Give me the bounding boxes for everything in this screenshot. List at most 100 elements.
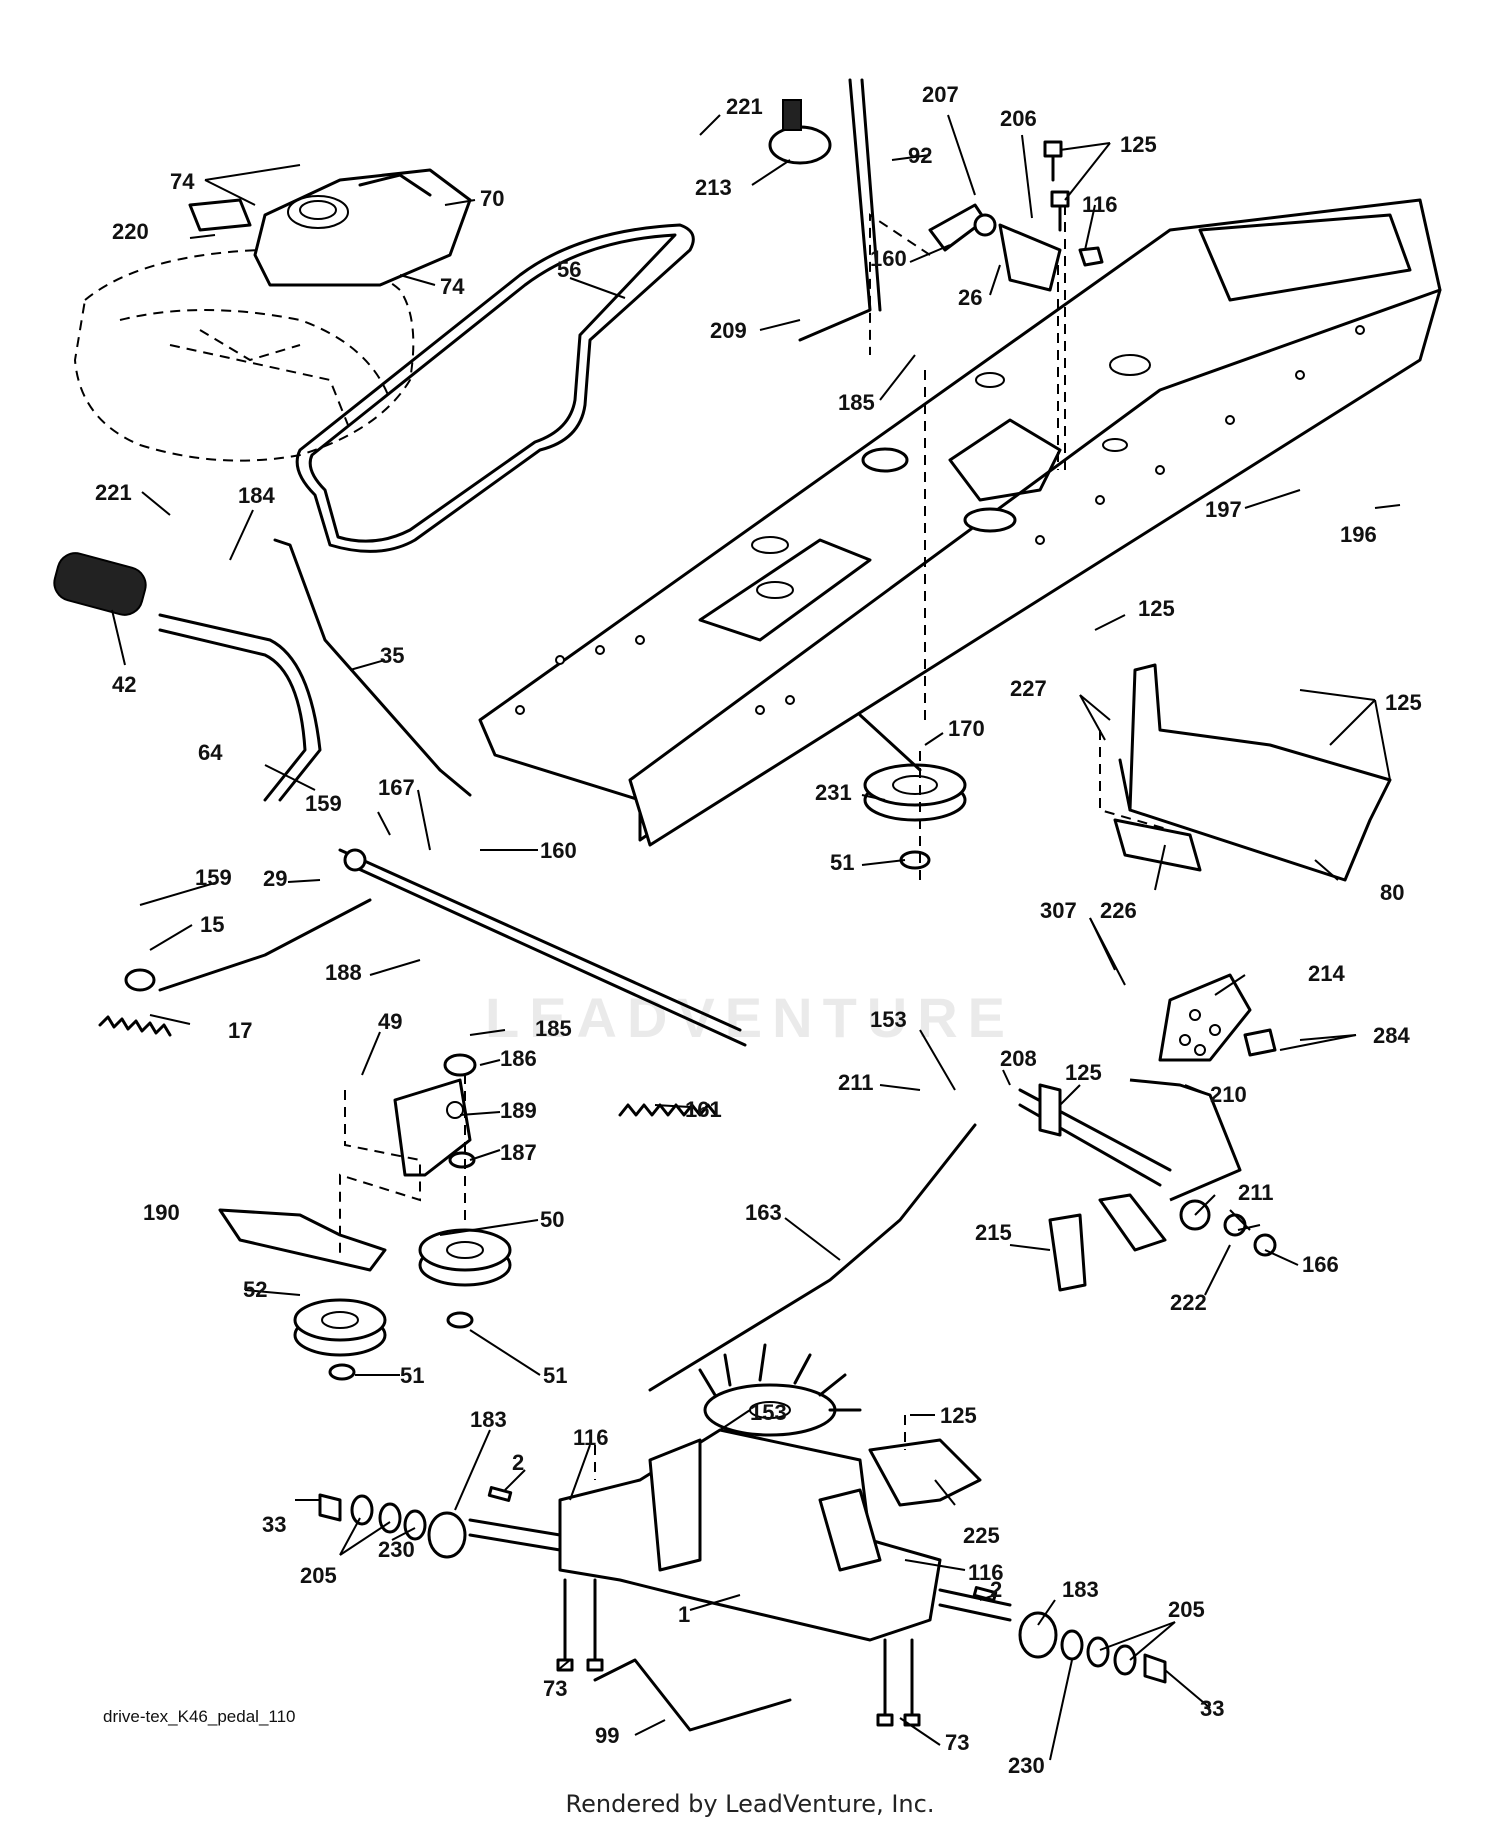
callout: 190 xyxy=(143,1200,180,1225)
callout: 166 xyxy=(1302,1252,1339,1277)
callout: 205 xyxy=(300,1563,337,1588)
lift-lever-209 xyxy=(768,78,882,342)
callout: 35 xyxy=(380,643,404,668)
assembly-lines xyxy=(339,205,1171,1480)
frame xyxy=(478,198,1442,847)
callout: 125 xyxy=(1138,596,1175,621)
rod-35 xyxy=(273,538,472,797)
callout: 51 xyxy=(543,1363,567,1388)
idler-bracket-189 xyxy=(393,1053,477,1177)
callout: 70 xyxy=(480,186,504,211)
callout: 230 xyxy=(1008,1753,1045,1778)
callout: 64 xyxy=(198,740,223,765)
callout: 284 xyxy=(1373,1023,1410,1048)
callout: 51 xyxy=(400,1363,424,1388)
console-part xyxy=(188,168,472,287)
callout: 125 xyxy=(940,1403,977,1428)
callout: 153 xyxy=(750,1400,787,1425)
rod-29 xyxy=(124,898,372,992)
callout: 185 xyxy=(838,390,875,415)
pedal-assembly xyxy=(1018,1078,1277,1292)
callout-labels: 221 213 207 206 125 92 74 70 220 74 56 1… xyxy=(95,82,1422,1778)
callout: 184 xyxy=(238,483,275,508)
rod-99 xyxy=(593,1658,792,1732)
callout: 189 xyxy=(500,1098,537,1123)
callout: 211 xyxy=(838,1070,874,1095)
hood-outline xyxy=(73,248,415,462)
callout: 220 xyxy=(112,219,149,244)
rod-163 xyxy=(648,1123,977,1392)
render-credit: Rendered by LeadVenture, Inc. xyxy=(565,1790,935,1818)
callout: 211 xyxy=(1238,1180,1274,1205)
callout: 307 xyxy=(1040,898,1077,923)
callout: 196 xyxy=(1340,522,1377,547)
pulley-52 xyxy=(293,1298,387,1381)
footrest-214 xyxy=(1158,973,1277,1062)
callout: 186 xyxy=(500,1046,537,1071)
callout: 215 xyxy=(975,1220,1012,1245)
pulley-50 xyxy=(418,1228,512,1329)
callout: 80 xyxy=(1380,880,1404,905)
callout: 210 xyxy=(1210,1082,1247,1107)
callout: 225 xyxy=(963,1523,1000,1548)
callout: 183 xyxy=(470,1407,507,1432)
callout: 49 xyxy=(378,1009,402,1034)
callout: 187 xyxy=(500,1140,537,1165)
callout: 206 xyxy=(1000,106,1037,131)
callout: 222 xyxy=(1170,1290,1207,1315)
callout: 15 xyxy=(200,912,224,937)
callout: 153 xyxy=(870,1007,907,1032)
watermark-text: LEADVENTURE xyxy=(484,986,1016,1049)
callout: 125 xyxy=(1120,132,1157,157)
callout: 116 xyxy=(968,1560,1004,1585)
callout: 33 xyxy=(1200,1696,1224,1721)
callout: 185 xyxy=(535,1016,572,1041)
callout: 230 xyxy=(378,1537,415,1562)
callout: 42 xyxy=(112,672,136,697)
callout: 161 xyxy=(685,1097,722,1122)
callout: 170 xyxy=(948,716,985,741)
callout: 52 xyxy=(243,1277,267,1302)
callout: 188 xyxy=(325,960,362,985)
callout: 214 xyxy=(1308,961,1345,986)
callout: 213 xyxy=(695,175,732,200)
callout: 116 xyxy=(1082,192,1118,217)
callout: 74 xyxy=(440,274,465,299)
callout: 29 xyxy=(263,866,287,891)
callout: 163 xyxy=(745,1200,782,1225)
callout: 26 xyxy=(958,285,982,310)
bracket-225 xyxy=(868,1438,982,1507)
callout: 1 xyxy=(678,1602,690,1627)
guard-190 xyxy=(218,1208,387,1272)
steering-shaft xyxy=(53,552,747,1047)
callout: 73 xyxy=(543,1676,567,1701)
callout: 92 xyxy=(908,143,932,168)
callout: 208 xyxy=(1000,1046,1037,1071)
spring-17 xyxy=(98,1015,172,1037)
callout: 160 xyxy=(870,246,907,271)
diagram-filename: drive-tex_K46_pedal_110 xyxy=(103,1707,296,1726)
callout: 50 xyxy=(540,1207,564,1232)
callout: 231 xyxy=(815,780,852,805)
callout: 226 xyxy=(1100,898,1137,923)
callout: 221 xyxy=(95,480,132,505)
callout: 17 xyxy=(228,1018,252,1043)
callout: 73 xyxy=(945,1730,969,1755)
callout: 2 xyxy=(512,1450,524,1475)
right-axle-hardware xyxy=(972,1586,1167,1684)
transmission xyxy=(468,1343,1012,1642)
callout: 56 xyxy=(557,257,581,282)
callout: 51 xyxy=(830,850,854,875)
bracket-206-207 xyxy=(928,203,1062,292)
callout: 183 xyxy=(1062,1577,1099,1602)
callout: 159 xyxy=(305,791,342,816)
leader-lines xyxy=(111,114,1401,1761)
callout: 116 xyxy=(573,1425,609,1450)
callout: 74 xyxy=(170,169,195,194)
callout: 209 xyxy=(710,318,747,343)
callout: 227 xyxy=(1010,676,1047,701)
callout: 167 xyxy=(378,775,415,800)
callout: 125 xyxy=(1385,690,1422,715)
callout: 197 xyxy=(1205,497,1242,522)
